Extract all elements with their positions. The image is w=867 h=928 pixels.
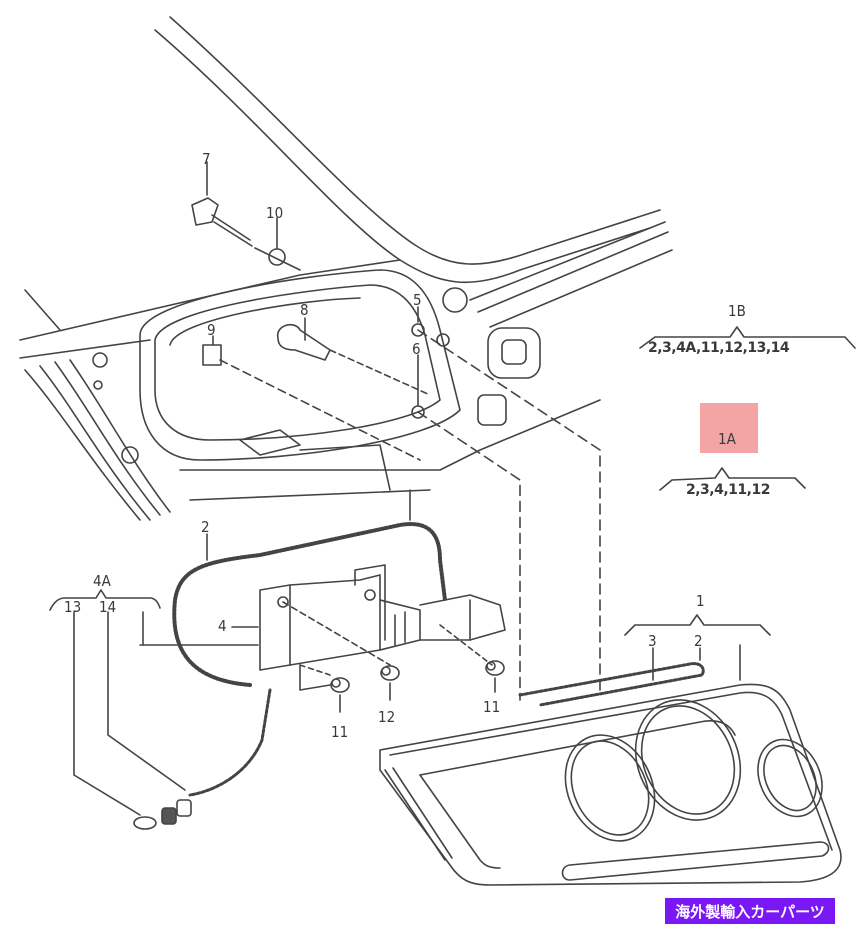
wiring-4A [49,589,272,830]
group-items-1B: 2,3,4A,11,12,13,14 [648,340,790,356]
part-label-14: 14 [99,598,117,616]
group-label-1B: 1B [728,302,746,320]
nut-6 [411,354,521,701]
gasket-2 [172,489,447,687]
connector-9 [202,335,421,461]
body-pillar [154,16,673,328]
screw-7 [191,161,253,247]
bulb-12 [380,665,400,701]
part-label-7: 7 [202,150,211,168]
part-label-3: 3 [648,632,657,650]
tail-light-assembly [379,662,842,886]
part-label-10: 10 [266,204,284,222]
bulb-holder-8 [277,317,431,396]
nut-10 [254,217,301,271]
bulb-carrier-4 [139,564,506,691]
part-label-11-right: 11 [483,698,501,716]
bulb-11b [439,624,505,693]
part-label-1: 1 [696,592,705,610]
group-items-1A: 2,3,4,11,12 [686,482,770,498]
watermark-badge: 海外製輸入カーパーツ [665,898,835,924]
part-label-9: 9 [207,321,216,339]
bracket-1A [659,467,806,491]
group-label-1A: 1A [718,430,736,448]
group-label-4A: 4A [93,572,111,590]
bulb-11a [299,664,350,713]
part-label-4: 4 [218,617,227,635]
part-label-5: 5 [413,291,422,309]
part-label-8: 8 [300,301,309,319]
body-panel [19,259,601,521]
nut-5 [411,306,601,691]
bracket-1 [624,614,771,681]
part-label-2-gasket: 2 [201,518,210,536]
highlight-1A [700,403,758,453]
part-label-13: 13 [64,598,82,616]
part-label-2-lens: 2 [694,632,703,650]
bracket-1B [639,326,856,349]
part-label-11-left: 11 [331,723,349,741]
part-label-6: 6 [412,340,421,358]
part-label-12: 12 [378,708,396,726]
